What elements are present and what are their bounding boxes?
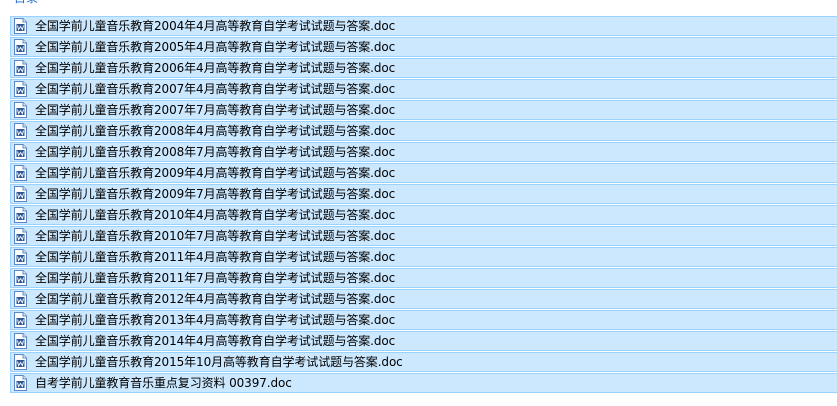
document-file-icon <box>14 123 27 139</box>
file-list-item[interactable]: 自考学前儿童教育音乐重点复习资料 00397.doc <box>10 373 837 393</box>
document-file-icon <box>14 144 27 160</box>
file-list-item[interactable]: 全国学前儿童音乐教育2008年4月高等教育自学考试试题与答案.doc <box>10 121 837 141</box>
file-list-item[interactable]: 全国学前儿童音乐教育2009年4月高等教育自学考试试题与答案.doc <box>10 163 837 183</box>
file-name: 全国学前儿童音乐教育2012年4月高等教育自学考试试题与答案.doc <box>35 292 396 306</box>
file-list-item[interactable]: 全国学前儿童音乐教育2008年7月高等教育自学考试试题与答案.doc <box>10 142 837 162</box>
document-file-icon <box>14 186 27 202</box>
document-file-icon <box>14 228 27 244</box>
document-file-icon <box>14 312 27 328</box>
file-name: 全国学前儿童音乐教育2011年7月高等教育自学考试试题与答案.doc <box>35 271 396 285</box>
file-list-item[interactable]: 全国学前儿童音乐教育2013年4月高等教育自学考试试题与答案.doc <box>10 310 837 330</box>
file-name: 全国学前儿童音乐教育2011年4月高等教育自学考试试题与答案.doc <box>35 250 396 264</box>
file-name: 全国学前儿童音乐教育2008年4月高等教育自学考试试题与答案.doc <box>35 124 396 138</box>
document-file-icon <box>14 249 27 265</box>
file-name: 全国学前儿童音乐教育2007年4月高等教育自学考试试题与答案.doc <box>35 82 396 96</box>
file-name: 全国学前儿童音乐教育2008年7月高等教育自学考试试题与答案.doc <box>35 145 396 159</box>
file-name: 全国学前儿童音乐教育2009年4月高等教育自学考试试题与答案.doc <box>35 166 396 180</box>
file-list-item[interactable]: 全国学前儿童音乐教育2010年7月高等教育自学考试试题与答案.doc <box>10 226 837 246</box>
folder-heading: 目录 <box>14 0 38 4</box>
file-list-item[interactable]: 全国学前儿童音乐教育2005年4月高等教育自学考试试题与答案.doc <box>10 37 837 57</box>
file-list-item[interactable]: 全国学前儿童音乐教育2011年7月高等教育自学考试试题与答案.doc <box>10 268 837 288</box>
file-name: 全国学前儿童音乐教育2005年4月高等教育自学考试试题与答案.doc <box>35 40 396 54</box>
document-file-icon <box>14 39 27 55</box>
document-file-icon <box>14 270 27 286</box>
file-list-item[interactable]: 全国学前儿童音乐教育2009年7月高等教育自学考试试题与答案.doc <box>10 184 837 204</box>
file-list-item[interactable]: 全国学前儿童音乐教育2010年4月高等教育自学考试试题与答案.doc <box>10 205 837 225</box>
document-file-icon <box>14 207 27 223</box>
file-name: 全国学前儿童音乐教育2014年4月高等教育自学考试试题与答案.doc <box>35 334 396 348</box>
file-name: 全国学前儿童音乐教育2007年7月高等教育自学考试试题与答案.doc <box>35 103 396 117</box>
file-name: 自考学前儿童教育音乐重点复习资料 00397.doc <box>35 376 292 390</box>
document-file-icon <box>14 81 27 97</box>
file-name: 全国学前儿童音乐教育2004年4月高等教育自学考试试题与答案.doc <box>35 19 396 33</box>
file-name: 全国学前儿童音乐教育2010年7月高等教育自学考试试题与答案.doc <box>35 229 396 243</box>
file-name: 全国学前儿童音乐教育2013年4月高等教育自学考试试题与答案.doc <box>35 313 396 327</box>
document-file-icon <box>14 102 27 118</box>
file-list-item[interactable]: 全国学前儿童音乐教育2007年7月高等教育自学考试试题与答案.doc <box>10 100 837 120</box>
document-file-icon <box>14 375 27 391</box>
file-list-item[interactable]: 全国学前儿童音乐教育2011年4月高等教育自学考试试题与答案.doc <box>10 247 837 267</box>
file-list-item[interactable]: 全国学前儿童音乐教育2015年10月高等教育自学考试试题与答案.doc <box>10 352 837 372</box>
document-file-icon <box>14 60 27 76</box>
file-name: 全国学前儿童音乐教育2015年10月高等教育自学考试试题与答案.doc <box>35 355 403 369</box>
document-file-icon <box>14 291 27 307</box>
document-file-icon <box>14 18 27 34</box>
file-name: 全国学前儿童音乐教育2010年4月高等教育自学考试试题与答案.doc <box>35 208 396 222</box>
file-list-item[interactable]: 全国学前儿童音乐教育2012年4月高等教育自学考试试题与答案.doc <box>10 289 837 309</box>
file-list-item[interactable]: 全国学前儿童音乐教育2007年4月高等教育自学考试试题与答案.doc <box>10 79 837 99</box>
file-list-item[interactable]: 全国学前儿童音乐教育2004年4月高等教育自学考试试题与答案.doc <box>10 16 837 36</box>
file-list-item[interactable]: 全国学前儿童音乐教育2006年4月高等教育自学考试试题与答案.doc <box>10 58 837 78</box>
document-file-icon <box>14 165 27 181</box>
file-name: 全国学前儿童音乐教育2009年7月高等教育自学考试试题与答案.doc <box>35 187 396 201</box>
document-file-icon <box>14 354 27 370</box>
file-name: 全国学前儿童音乐教育2006年4月高等教育自学考试试题与答案.doc <box>35 61 396 75</box>
file-list: 全国学前儿童音乐教育2004年4月高等教育自学考试试题与答案.doc 全国学前儿童… <box>10 16 837 394</box>
file-list-item[interactable]: 全国学前儿童音乐教育2014年4月高等教育自学考试试题与答案.doc <box>10 331 837 351</box>
document-file-icon <box>14 333 27 349</box>
